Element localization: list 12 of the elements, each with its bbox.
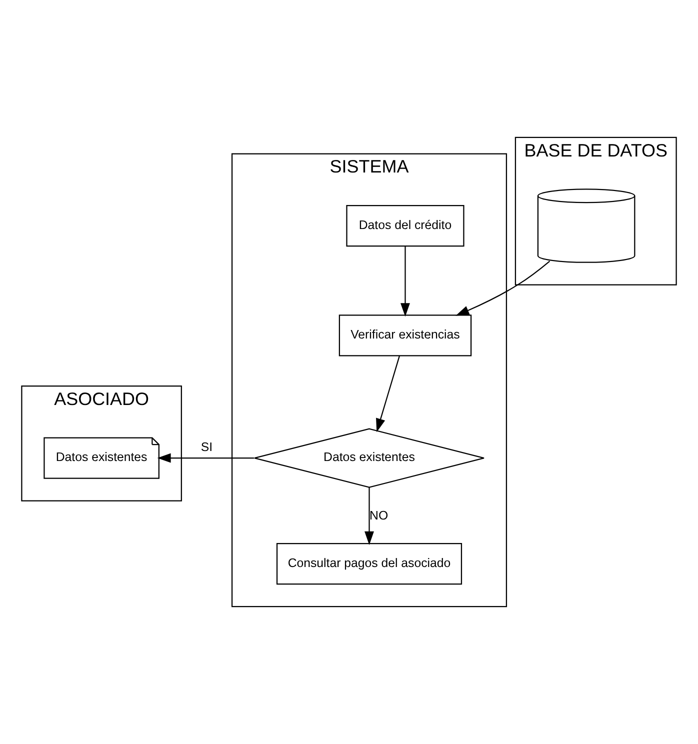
arrow (400, 246, 410, 317)
arrow (456, 260, 550, 316)
arrow (376, 356, 400, 432)
edge-label: NO (370, 508, 388, 523)
edge-label: SI (200, 440, 213, 454)
node-box: Datos del crédito (346, 204, 464, 247)
node-diamond: Datos existentes (254, 428, 485, 488)
arrow (364, 487, 374, 545)
arrow (157, 453, 254, 463)
node-box: Consultar pagos del asociado (276, 542, 462, 585)
node-box: Verificar existencias (338, 314, 472, 356)
cluster: BASE DE DATOS (514, 136, 677, 286)
